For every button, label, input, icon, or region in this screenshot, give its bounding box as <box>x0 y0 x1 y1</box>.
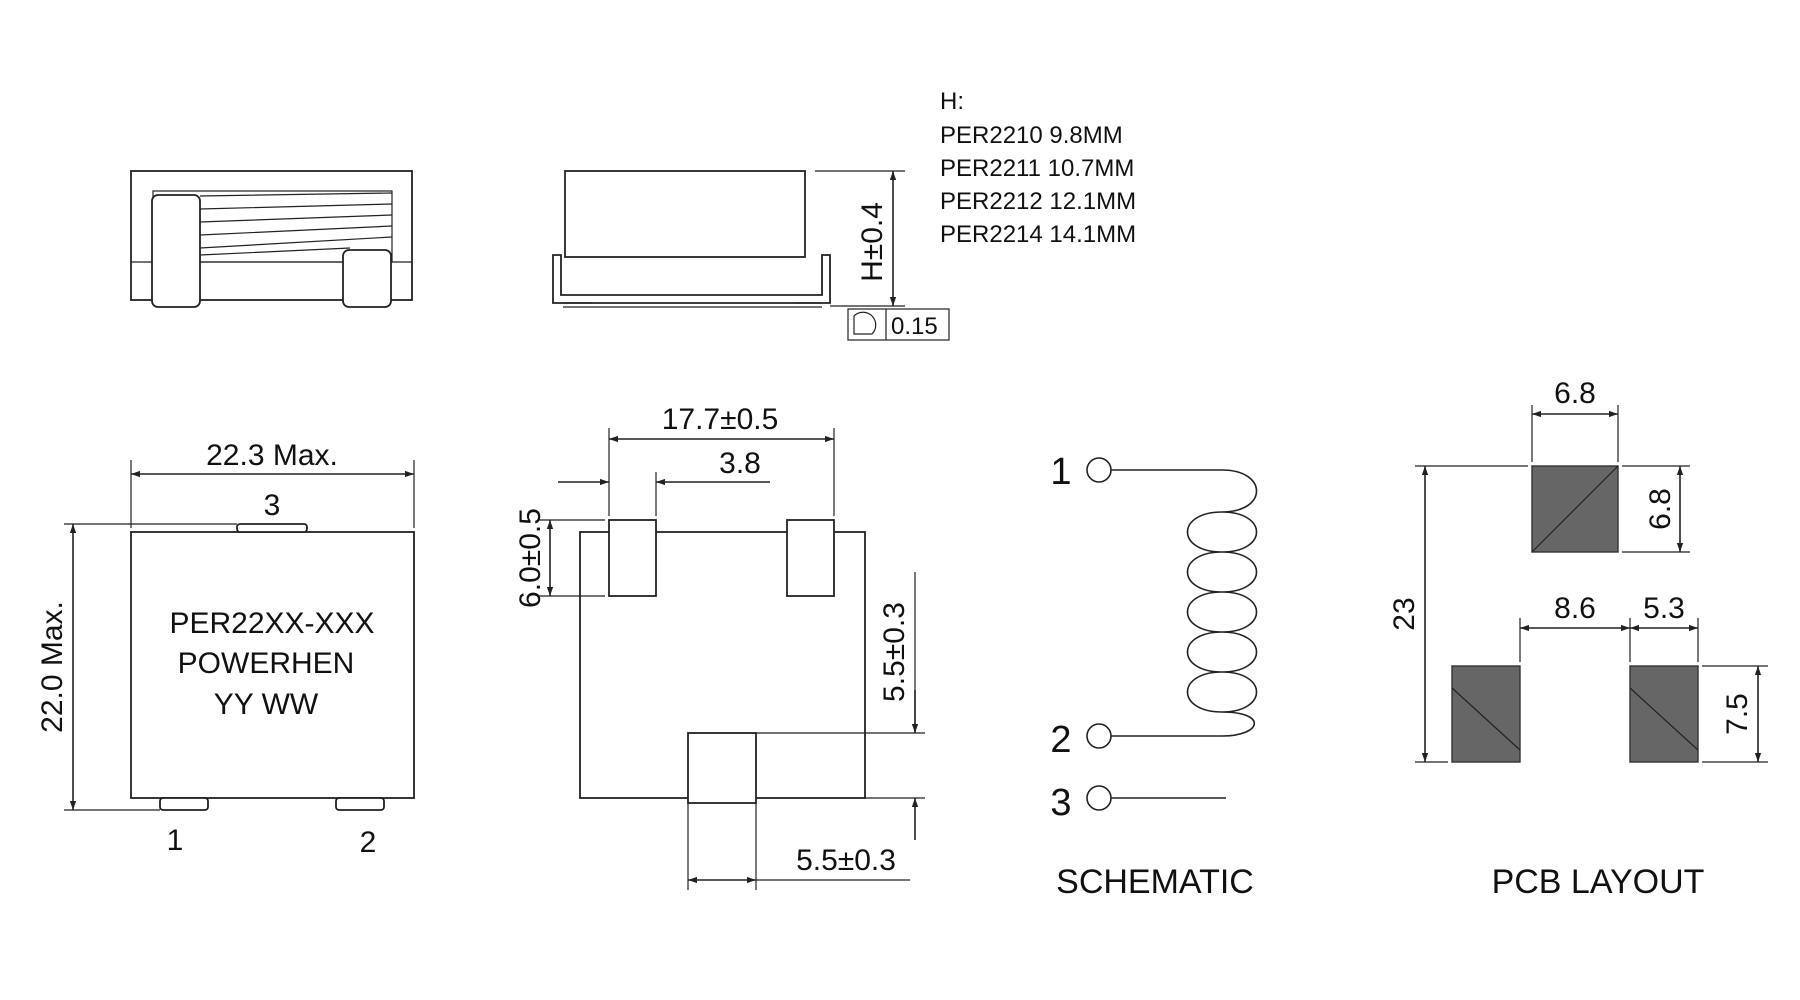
pin-2-label: 2 <box>360 826 377 859</box>
marking-line: YY WW <box>214 688 319 721</box>
bottom-view: 17.7±0.5 3.8 6.0±0.5 5.5±0.3 5.5±0.3 <box>514 403 925 890</box>
marking-line: PER22XX-XXX <box>169 607 374 640</box>
span-label: 17.7±0.5 <box>662 403 779 436</box>
schematic-pin-1: 1 <box>1050 451 1071 493</box>
schematic-title: SCHEMATIC <box>1056 863 1254 901</box>
height-table-row: PER2210 9.8MM <box>940 122 1123 149</box>
height-table: H: PER2210 9.8MM PER2211 10.7MM PER2212 … <box>940 88 1136 248</box>
pcb-pad-width-label: 5.3 <box>1643 592 1685 625</box>
pcb-layout-title: PCB LAYOUT <box>1492 863 1705 901</box>
bottom-gap-label: 5.5±0.3 <box>796 844 896 877</box>
terminal-1-icon <box>1086 457 1112 483</box>
top-pad-height-label: 6.8 <box>1644 488 1677 530</box>
pad-height-label: 6.0±0.5 <box>514 508 547 608</box>
pcb-gap-label: 8.6 <box>1554 592 1596 625</box>
coil-winding-icon <box>1111 469 1258 737</box>
schematic: 1 2 3 SCHEMATIC <box>1050 451 1258 901</box>
pcb-pad-1 <box>1451 665 1521 763</box>
height-table-heading: H: <box>940 88 964 115</box>
coplanarity-symbol-icon <box>853 311 877 335</box>
top-pad-width-label: 6.8 <box>1554 377 1596 410</box>
pcb-layout: 6.8 6.8 23 8.6 5.3 7.5 PCB LAYOUT <box>1388 377 1768 901</box>
schematic-pin-2: 2 <box>1050 719 1071 761</box>
top-view: 22.3 Max. 3 22.0 Max. PER22XX-XXX POWERH… <box>36 439 415 859</box>
pad-width-label: 3.8 <box>719 447 761 480</box>
pcb-pad-height-label: 7.5 <box>1721 693 1754 735</box>
side-height-label: H±0.4 <box>856 202 889 282</box>
side-view: H±0.4 0.15 <box>552 170 950 341</box>
coplanarity-value: 0.15 <box>891 313 938 340</box>
height-table-row: PER2212 12.1MM <box>940 188 1136 215</box>
terminal-2-icon <box>1086 723 1112 749</box>
height-table-row: PER2214 14.1MM <box>940 221 1136 248</box>
marking-line: POWERHEN <box>178 647 355 680</box>
schematic-pin-3: 3 <box>1050 782 1071 824</box>
pcb-pad-2 <box>1629 665 1699 763</box>
top-width-label: 22.3 Max. <box>206 439 338 472</box>
top-height-label: 22.0 Max. <box>36 601 69 733</box>
terminal-3-icon <box>1086 785 1112 811</box>
height-table-row: PER2211 10.7MM <box>940 155 1134 182</box>
side-gap-label: 5.5±0.3 <box>878 602 911 702</box>
pin-1-label: 1 <box>167 824 184 857</box>
coplanarity-frame: 0.15 <box>847 308 950 341</box>
pin-3-label: 3 <box>264 489 281 522</box>
total-height-label: 23 <box>1388 597 1421 630</box>
front-view <box>130 170 413 308</box>
